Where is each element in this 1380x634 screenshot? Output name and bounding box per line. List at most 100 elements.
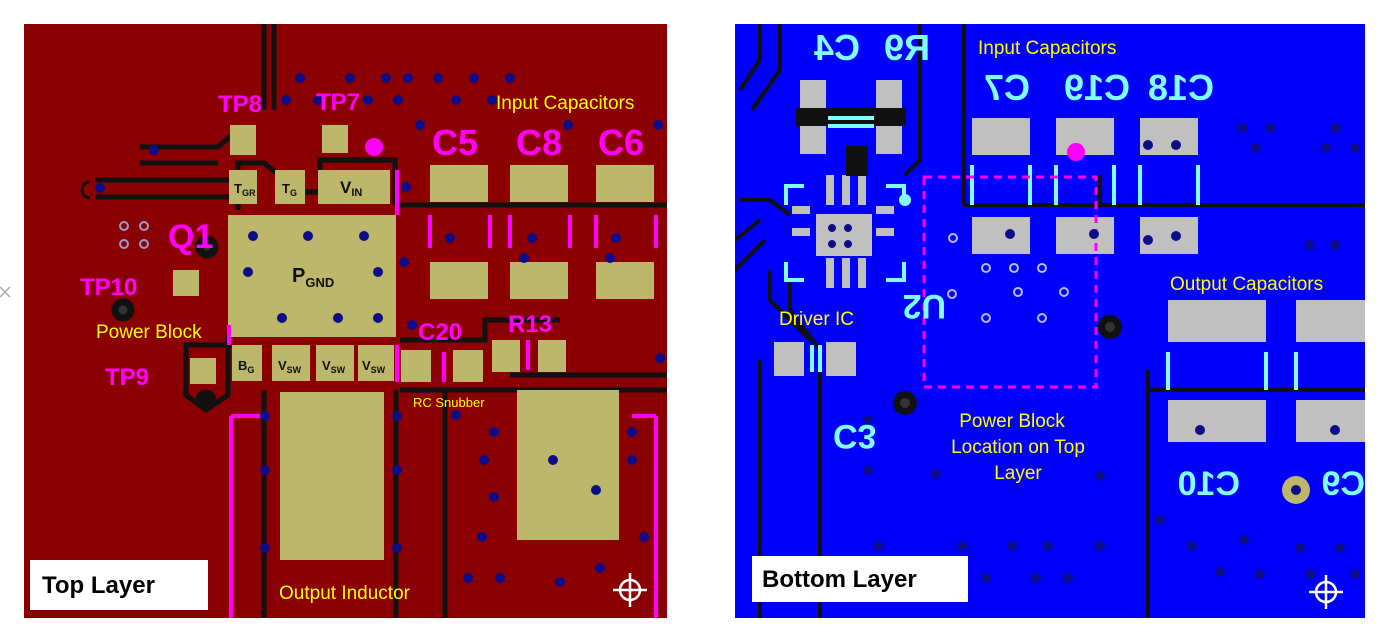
bottom-vias	[863, 123, 1360, 583]
c7-pad-bottom	[972, 217, 1030, 254]
svg-text:TGR: TGR	[234, 181, 256, 198]
top-trace-double-lines	[80, 180, 219, 411]
tgr-pad	[229, 170, 257, 204]
c3-pad-1	[774, 342, 804, 376]
top-refdes: TP8 TP7 TP10 TP9 Q1 C5 C8 C6 C20 R13	[80, 89, 644, 391]
c8-pad-top	[510, 165, 568, 202]
c20-label: C20	[418, 319, 462, 346]
svg-text:VSW: VSW	[322, 358, 346, 375]
output-caps-label: Output Capacitors	[1170, 274, 1323, 295]
top-silk-lines	[227, 170, 658, 618]
u2-pin1-dot	[899, 194, 911, 206]
bottom-annotations: Input Capacitors Output Capacitors Drive…	[779, 38, 1323, 484]
vin-pad	[318, 170, 390, 204]
r9-pad-2	[876, 80, 902, 108]
u2-pin	[842, 175, 850, 205]
tp8-label: TP8	[218, 91, 262, 118]
c19-label: C19	[1064, 67, 1130, 108]
driver-ic-label: Driver IC	[779, 309, 854, 330]
svg-text:VIN: VIN	[340, 178, 362, 199]
inductor-pad-2	[517, 390, 619, 540]
top-pads	[173, 125, 654, 560]
c20-pad-1	[401, 350, 431, 382]
c19-pad-top	[1056, 118, 1114, 155]
bottom-pads	[774, 80, 1365, 442]
c6-pad-top	[596, 165, 654, 202]
u2-pin	[826, 258, 834, 288]
top-crosshair-icon	[613, 573, 647, 607]
c7-label: C7	[984, 67, 1030, 108]
svg-text:BG: BG	[238, 358, 254, 375]
output-inductor-label: Output Inductor	[279, 583, 411, 604]
power-block-location-line2: Location on Top	[951, 437, 1085, 458]
r9-label: R9	[884, 27, 930, 68]
bottom-silk-lines	[784, 116, 1298, 390]
inductor-pad-1	[280, 392, 384, 560]
r13-pad-1	[492, 340, 520, 372]
c5-label: C5	[432, 122, 478, 163]
c8-pad-bottom	[510, 262, 568, 299]
c5-pad-bottom	[430, 262, 488, 299]
top-small-vias	[119, 221, 149, 249]
c4-label: C4	[814, 27, 860, 68]
c3-label: C3	[833, 417, 876, 455]
tp7-pad	[322, 125, 348, 153]
bottom-refdes: C4 R9 C7 C19 C18 C3 U2 C10 C9	[814, 27, 1365, 503]
bottom-small-vias	[947, 233, 1069, 323]
c5-pad-top	[430, 165, 488, 202]
c4-pad-1	[800, 126, 826, 154]
power-block-location-line1: Power Block	[959, 411, 1065, 432]
c19-pad-bottom	[1056, 217, 1114, 254]
bottom-input-caps-label: Input Capacitors	[978, 38, 1116, 59]
bottom-crosshair-icon	[1309, 575, 1343, 609]
c6-pad-bottom	[596, 262, 654, 299]
c18-label: C18	[1148, 67, 1214, 108]
output-cap-pad-1	[1168, 300, 1266, 342]
c3-pad-2	[826, 342, 856, 376]
tp9-pad	[190, 358, 216, 384]
c20-pad-2	[453, 350, 483, 382]
u2-pin	[792, 228, 810, 236]
tg-pad	[275, 170, 305, 204]
bottom-pin1-dot	[1067, 143, 1085, 161]
power-block-location-line3: Layer	[994, 463, 1042, 484]
tp8-pad	[230, 125, 256, 155]
u2-pin	[876, 206, 894, 214]
u2-pin	[858, 175, 866, 205]
c8-label: C8	[516, 122, 562, 163]
bottom-caption: Bottom Layer	[762, 566, 917, 593]
tp10-label: TP10	[80, 274, 137, 301]
vsw-pad-2	[316, 345, 354, 381]
r9-pad-1	[800, 80, 826, 108]
power-block-outline	[922, 175, 1098, 389]
svg-text:PGND: PGND	[292, 265, 334, 290]
u2-label: U2	[903, 287, 946, 325]
svg-text:VSW: VSW	[278, 358, 302, 375]
svg-text:VSW: VSW	[362, 358, 386, 375]
top-layer-panel: TGR TG VIN PGND BG VSW VSW VSW TP8 TP7 T…	[24, 24, 667, 618]
vsw-pad-3	[358, 345, 394, 381]
top-annotations: Input Capacitors Power Block RC Snubber …	[96, 93, 634, 604]
tp7-label: TP7	[316, 89, 360, 116]
bg-pad	[232, 345, 262, 381]
r13-label: R13	[508, 311, 552, 338]
u2-pin	[792, 206, 810, 214]
u2-pin	[842, 258, 850, 288]
output-cap-pad-2	[1296, 300, 1365, 342]
top-pin1-dot	[365, 138, 383, 156]
u2-pin	[876, 228, 894, 236]
u2-pin	[858, 258, 866, 288]
c9-label: C9	[1322, 465, 1365, 503]
u2-thermal-vias	[828, 224, 852, 248]
top-vias	[95, 73, 665, 587]
output-cap-pad-3	[1168, 400, 1266, 442]
tp9-label: TP9	[105, 364, 149, 391]
top-caption: Top Layer	[42, 572, 155, 599]
bottom-caption-box	[752, 556, 968, 602]
output-cap-pad-4	[1296, 400, 1365, 442]
c4-pad-2	[876, 126, 902, 154]
tp10-pad	[173, 270, 199, 296]
q1-label: Q1	[168, 218, 213, 256]
u2-pin	[826, 175, 834, 205]
